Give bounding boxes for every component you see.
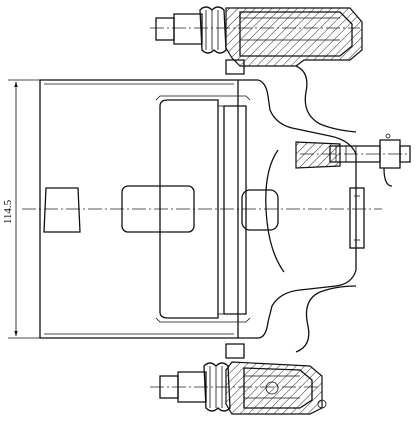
dimension-label: 114.5 — [2, 199, 14, 224]
top-guide-pin — [155, 6, 363, 75]
bottom-guide-pin — [159, 343, 327, 415]
bleeder-valve — [295, 133, 411, 187]
height-dimension: 114.5 — [2, 79, 40, 339]
caliper-bracket — [238, 65, 365, 353]
center-lines — [22, 27, 410, 388]
